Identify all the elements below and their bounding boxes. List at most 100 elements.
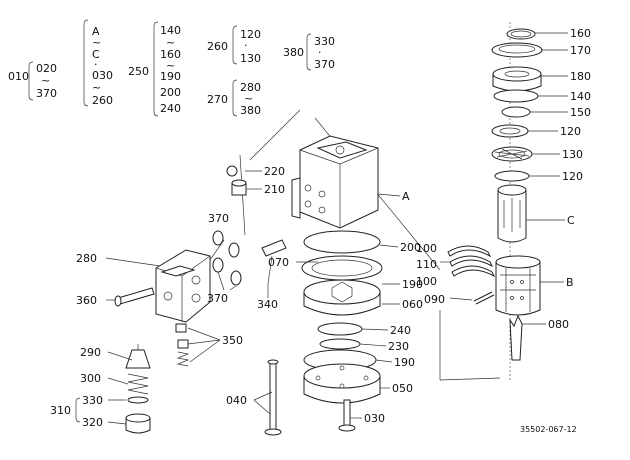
- part-090-pin: [473, 291, 493, 302]
- callout-090: 090: [424, 293, 445, 306]
- part-120-washer-lower: [494, 170, 530, 182]
- ref-250-tilde-1: ~: [166, 36, 175, 49]
- callout-160: 160: [570, 27, 591, 40]
- ref-010-bottom: 370: [36, 87, 57, 100]
- part-350-plug-a: [175, 323, 187, 333]
- part-350-spring: [176, 351, 190, 367]
- callout-050: 050: [392, 382, 413, 395]
- ref-270-tilde: ~: [244, 92, 253, 105]
- ref-270-label: 270: [207, 93, 228, 106]
- ref-250-v4: 200: [160, 86, 181, 99]
- callout-120-upper: 120: [560, 125, 581, 138]
- part-370-o-ring-c: [212, 257, 224, 273]
- callout-180: 180: [570, 70, 591, 83]
- ref-260-label: 260: [207, 40, 228, 53]
- part-b-sleeve: [495, 261, 541, 316]
- part-150-seal: [501, 106, 531, 118]
- callout-100-lower: 100: [416, 275, 437, 288]
- ref-250-tilde-2: ~: [166, 59, 175, 72]
- callout-320: 320: [82, 416, 103, 429]
- callout-170: 170: [570, 44, 591, 57]
- ref-010-sub-d: 260: [92, 94, 113, 107]
- part-350-plug-b: [177, 339, 189, 349]
- callout-280: 280: [76, 252, 97, 265]
- ref-010-tilde-1: ~: [92, 36, 101, 49]
- left-valve-parts: [75, 230, 287, 434]
- ref-010-sub-c: 030: [92, 69, 113, 82]
- part-340-check-valve: [261, 239, 287, 257]
- callout-370-lower: 370: [207, 292, 228, 305]
- ref-270-top: 280: [240, 81, 261, 94]
- ref-380-bottom: 370: [314, 58, 335, 71]
- callout-200: 200: [400, 241, 421, 254]
- part-220-ball: [226, 165, 238, 177]
- ref-250-v3: 190: [160, 70, 181, 83]
- callout-370-upper: 370: [208, 212, 229, 225]
- center-housing-parts: [226, 109, 501, 436]
- callout-c: C: [567, 214, 575, 227]
- ref-260-top: 120: [240, 28, 261, 41]
- callout-190-upper: 190: [402, 278, 423, 291]
- callout-310: 310: [50, 404, 71, 417]
- callout-240: 240: [390, 324, 411, 337]
- figure-code: 35502-067-12: [520, 425, 577, 434]
- part-370-o-ring-b: [228, 242, 240, 258]
- part-030-bolt: [343, 399, 351, 427]
- callout-100-upper: 100: [416, 242, 437, 255]
- callout-360: 360: [76, 294, 97, 307]
- callout-350: 350: [222, 334, 243, 347]
- callout-030: 030: [364, 412, 385, 425]
- ref-380-top: 330: [314, 35, 335, 48]
- part-330-o-ring: [127, 396, 149, 404]
- part-200-o-ring: [303, 230, 381, 254]
- ref-260-bottom: 130: [240, 52, 261, 65]
- part-140-o-ring: [493, 89, 539, 103]
- ref-260-dot: ·: [244, 39, 248, 52]
- callout-120-lower: 120: [562, 170, 583, 183]
- callout-150: 150: [570, 106, 591, 119]
- callout-190-lower: 190: [394, 356, 415, 369]
- part-190-plate-upper: [301, 255, 383, 281]
- ref-010-top: 020: [36, 62, 57, 75]
- callout-230: 230: [388, 340, 409, 353]
- part-300-spring: [127, 373, 149, 395]
- ref-group-260: 260 120 · 130: [207, 25, 261, 65]
- callout-060: 060: [402, 298, 423, 311]
- callout-300: 300: [80, 372, 101, 385]
- right-column-parts: [440, 22, 568, 380]
- part-040-bolt: [269, 361, 277, 431]
- ref-250-v2: 160: [160, 48, 181, 61]
- part-230-spacer: [319, 338, 361, 350]
- part-100-spring-b: [451, 265, 496, 278]
- part-280-valve-block: [155, 249, 211, 323]
- callout-070: 070: [268, 256, 289, 269]
- ref-group-250: 250 140 ~ 160 ~ 190 200 240: [128, 21, 181, 117]
- ref-010-label: 010: [8, 70, 29, 83]
- callout-labels: 160 170 180 140 150 120 130 120 C B 080 …: [50, 27, 591, 434]
- part-110-spring: [449, 255, 494, 268]
- part-360-bolt: [117, 287, 155, 305]
- ref-group-270: 270 280 ~ 380: [207, 79, 261, 117]
- ref-250-label: 250: [128, 65, 149, 78]
- ref-010-dot: ·: [94, 58, 98, 71]
- part-100-spring-a: [447, 245, 492, 258]
- ref-380-label: 380: [283, 46, 304, 59]
- ref-010-sub-a: A: [92, 25, 100, 38]
- ref-270-bottom: 380: [240, 104, 261, 117]
- part-370-o-ring-d: [230, 270, 242, 286]
- part-240-ring: [317, 322, 363, 336]
- ref-010-tilde: ~: [41, 74, 50, 87]
- part-370-o-ring-a: [212, 230, 224, 246]
- callout-080: 080: [548, 318, 569, 331]
- callout-340: 340: [257, 298, 278, 311]
- callout-290: 290: [80, 346, 101, 359]
- callout-140: 140: [570, 90, 591, 103]
- ref-380-dot: ·: [318, 46, 322, 59]
- callout-210: 210: [264, 183, 285, 196]
- ref-group-010: 010 020 ~ 370 A ~ C · 030 ~ 260: [8, 19, 113, 107]
- part-080-drive-shaft: [509, 314, 523, 361]
- part-120-washer-upper: [491, 124, 529, 138]
- ref-010-sub-b: C: [92, 48, 100, 61]
- callout-040: 040: [226, 394, 247, 407]
